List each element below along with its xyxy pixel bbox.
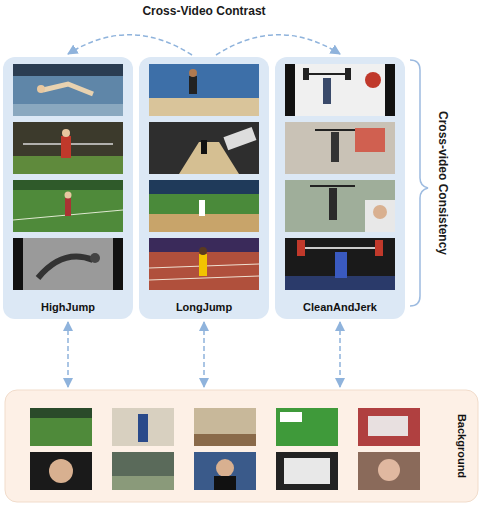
class-panel <box>275 57 405 319</box>
video-thumbnail <box>149 122 259 174</box>
background-thumbnail <box>194 452 256 490</box>
background-panel: Background <box>5 390 478 502</box>
dashed-connector <box>203 322 205 387</box>
background-panel <box>5 390 478 502</box>
background-thumbnail <box>358 408 420 446</box>
class-label: CleanAndJerk <box>303 301 377 313</box>
dashed-connector <box>68 35 192 55</box>
background-thumbnail <box>30 452 92 490</box>
video-thumbnail <box>285 180 395 232</box>
video-thumbnail <box>13 180 123 232</box>
background-thumbnail <box>358 452 420 490</box>
contrast-label: Cross-Video Contrast <box>142 4 265 18</box>
dashed-connector <box>67 322 69 387</box>
video-thumbnail <box>149 180 259 232</box>
class-panel: CleanAndJerk <box>275 57 405 319</box>
video-thumbnail <box>13 64 123 116</box>
video-thumbnail <box>149 238 259 290</box>
background-thumbnail <box>30 408 92 446</box>
video-thumbnail <box>285 238 395 290</box>
background-thumbnail <box>112 408 174 446</box>
background-thumbnail <box>276 452 338 490</box>
class-panel <box>3 57 133 319</box>
background-thumbnail <box>276 408 338 446</box>
video-thumbnail <box>13 122 123 174</box>
dashed-connector <box>339 322 341 387</box>
consistency-label: Cross-video Consistency <box>436 111 450 255</box>
bracket <box>410 60 428 306</box>
class-panel <box>139 57 269 319</box>
class-label: LongJump <box>176 301 232 313</box>
video-thumbnail <box>285 122 395 174</box>
class-label: HighJump <box>41 301 95 313</box>
video-thumbnail <box>149 64 259 116</box>
class-panel: LongJump <box>139 57 269 319</box>
section-label: Background <box>456 414 468 478</box>
video-thumbnail <box>285 64 395 116</box>
background-thumbnail <box>194 408 256 446</box>
background-thumbnail <box>112 452 174 490</box>
dashed-connector <box>216 35 340 55</box>
video-thumbnail <box>13 238 123 290</box>
class-panel: HighJump <box>3 57 133 319</box>
